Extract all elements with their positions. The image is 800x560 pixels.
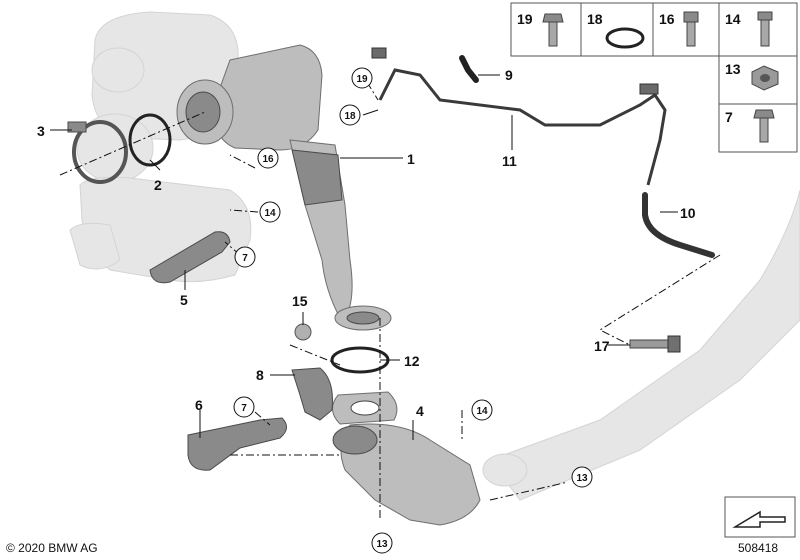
callout-12: 12 <box>404 353 420 369</box>
sensor-17[interactable] <box>629 335 681 353</box>
hex-nut-icon <box>751 65 779 91</box>
bracket-5[interactable] <box>149 231 231 284</box>
legend-label-16: 16 <box>659 11 675 27</box>
callout-10: 10 <box>680 205 696 221</box>
callout-13b: 13 <box>376 539 388 550</box>
copyright-text: © 2020 BMW AG <box>6 541 98 555</box>
callout-4: 4 <box>416 403 424 419</box>
hex-bolt-icon <box>757 11 773 47</box>
circled-callout-7b: 7 <box>233 396 255 418</box>
callout-2: 2 <box>154 177 162 193</box>
hose-10[interactable] <box>642 192 715 258</box>
ghost-exhaust-pipe <box>482 189 800 501</box>
legend-label-19: 19 <box>517 11 533 27</box>
callout-5: 5 <box>180 292 188 308</box>
circled-callout-13b: 13 <box>371 532 393 554</box>
direction-arrow-icon <box>732 510 786 528</box>
callout-7a: 7 <box>242 253 248 264</box>
callout-6: 6 <box>195 397 203 413</box>
callout-14b: 14 <box>476 406 488 417</box>
callout-18: 18 <box>344 111 356 122</box>
callout-11: 11 <box>502 153 517 169</box>
callout-9: 9 <box>505 67 513 83</box>
legend-label-13: 13 <box>725 61 741 77</box>
callout-3: 3 <box>37 123 45 139</box>
seal-ring-2[interactable] <box>128 113 172 167</box>
bracket-8[interactable] <box>291 367 333 421</box>
orientation-box <box>724 496 796 538</box>
gasket-flange[interactable] <box>332 391 398 425</box>
callout-8: 8 <box>256 367 264 383</box>
callout-17: 17 <box>594 338 610 354</box>
screw-icon <box>683 11 699 47</box>
circled-callout-14b: 14 <box>471 399 493 421</box>
circled-callout-18: 18 <box>339 104 361 126</box>
callout-7b: 7 <box>241 403 247 414</box>
callout-1: 1 <box>407 151 415 167</box>
callout-19: 19 <box>356 74 368 85</box>
seal-ring-icon <box>605 27 645 49</box>
circled-callout-16: 16 <box>257 147 279 169</box>
circled-callout-7a: 7 <box>234 246 256 268</box>
bracket-6[interactable] <box>187 417 287 471</box>
diagram-number: 508418 <box>738 541 779 555</box>
legend-label-18: 18 <box>587 11 603 27</box>
flange-bolt-icon <box>753 109 775 143</box>
callout-15: 15 <box>292 293 308 309</box>
circled-callout-14a: 14 <box>259 201 281 223</box>
leader-lines <box>50 74 721 520</box>
legend-label-7: 7 <box>725 109 733 125</box>
legend-label-14: 14 <box>725 11 741 27</box>
callout-16: 16 <box>262 154 274 165</box>
callout-14a: 14 <box>264 208 276 219</box>
bolt-icon <box>542 13 564 47</box>
callout-13a: 13 <box>576 473 588 484</box>
v-band-clamp-3[interactable] <box>67 120 128 184</box>
catalytic-converter-near-engine[interactable] <box>176 44 392 331</box>
circled-callout-13a: 13 <box>571 466 593 488</box>
pressure-pipe-11[interactable] <box>371 47 667 186</box>
nut-15[interactable] <box>294 323 312 341</box>
hose-9[interactable] <box>459 55 479 83</box>
circled-callout-19: 19 <box>351 67 373 89</box>
catalytic-converter-4[interactable] <box>332 423 481 526</box>
parts-legend: 19 18 16 14 13 7 <box>510 2 798 153</box>
